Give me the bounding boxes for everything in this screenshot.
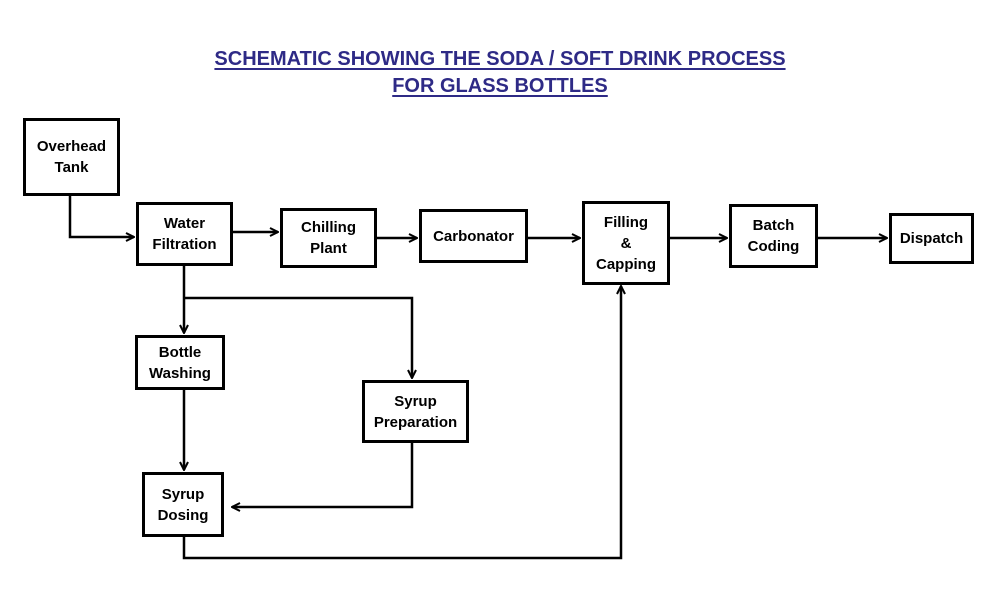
node-syrup-preparation-label: Syrup Preparation: [373, 392, 458, 431]
edge-dosing-to-filling: [182, 286, 621, 560]
node-carbonator-label: Carbonator: [433, 227, 514, 245]
node-syrup-dosing: Syrup Dosing: [142, 472, 224, 537]
node-bottle-washing-label: Bottle Washing: [149, 343, 211, 382]
node-filling-capping-label: Filling & Capping: [596, 213, 656, 273]
edge-filtration-to-syrup-prep: [184, 296, 412, 378]
node-overhead-tank: Overhead Tank: [23, 118, 120, 196]
diagram-title-line-1: SCHEMATIC SHOWING THE SODA / SOFT DRINK …: [214, 48, 786, 70]
diagram-title-line-2: FOR GLASS BOTTLES: [392, 75, 608, 97]
node-dispatch-label: Dispatch: [899, 230, 964, 247]
node-syrup-dosing-label: Syrup Dosing: [157, 485, 209, 524]
node-chilling-plant-label: Chilling Plant: [301, 219, 356, 257]
node-chilling-plant: Chilling Plant: [280, 208, 377, 268]
node-overhead-tank-label: Overhead Tank: [36, 138, 107, 176]
node-water-filtration: Water Filtration: [136, 202, 233, 266]
node-bottle-washing: Bottle Washing: [135, 335, 225, 390]
node-batch-coding: Batch Coding: [729, 204, 818, 268]
node-filling-capping: Filling & Capping: [582, 201, 670, 285]
node-batch-coding-label: Batch Coding: [747, 217, 800, 255]
edge-syrup-prep-to-dosing: [232, 443, 414, 507]
node-water-filtration-label: Water Filtration: [152, 215, 217, 253]
edge-overhead-to-filtration: [68, 196, 134, 237]
node-carbonator: Carbonator: [419, 209, 528, 263]
node-dispatch: Dispatch: [889, 213, 974, 264]
node-syrup-preparation: Syrup Preparation: [362, 380, 469, 443]
